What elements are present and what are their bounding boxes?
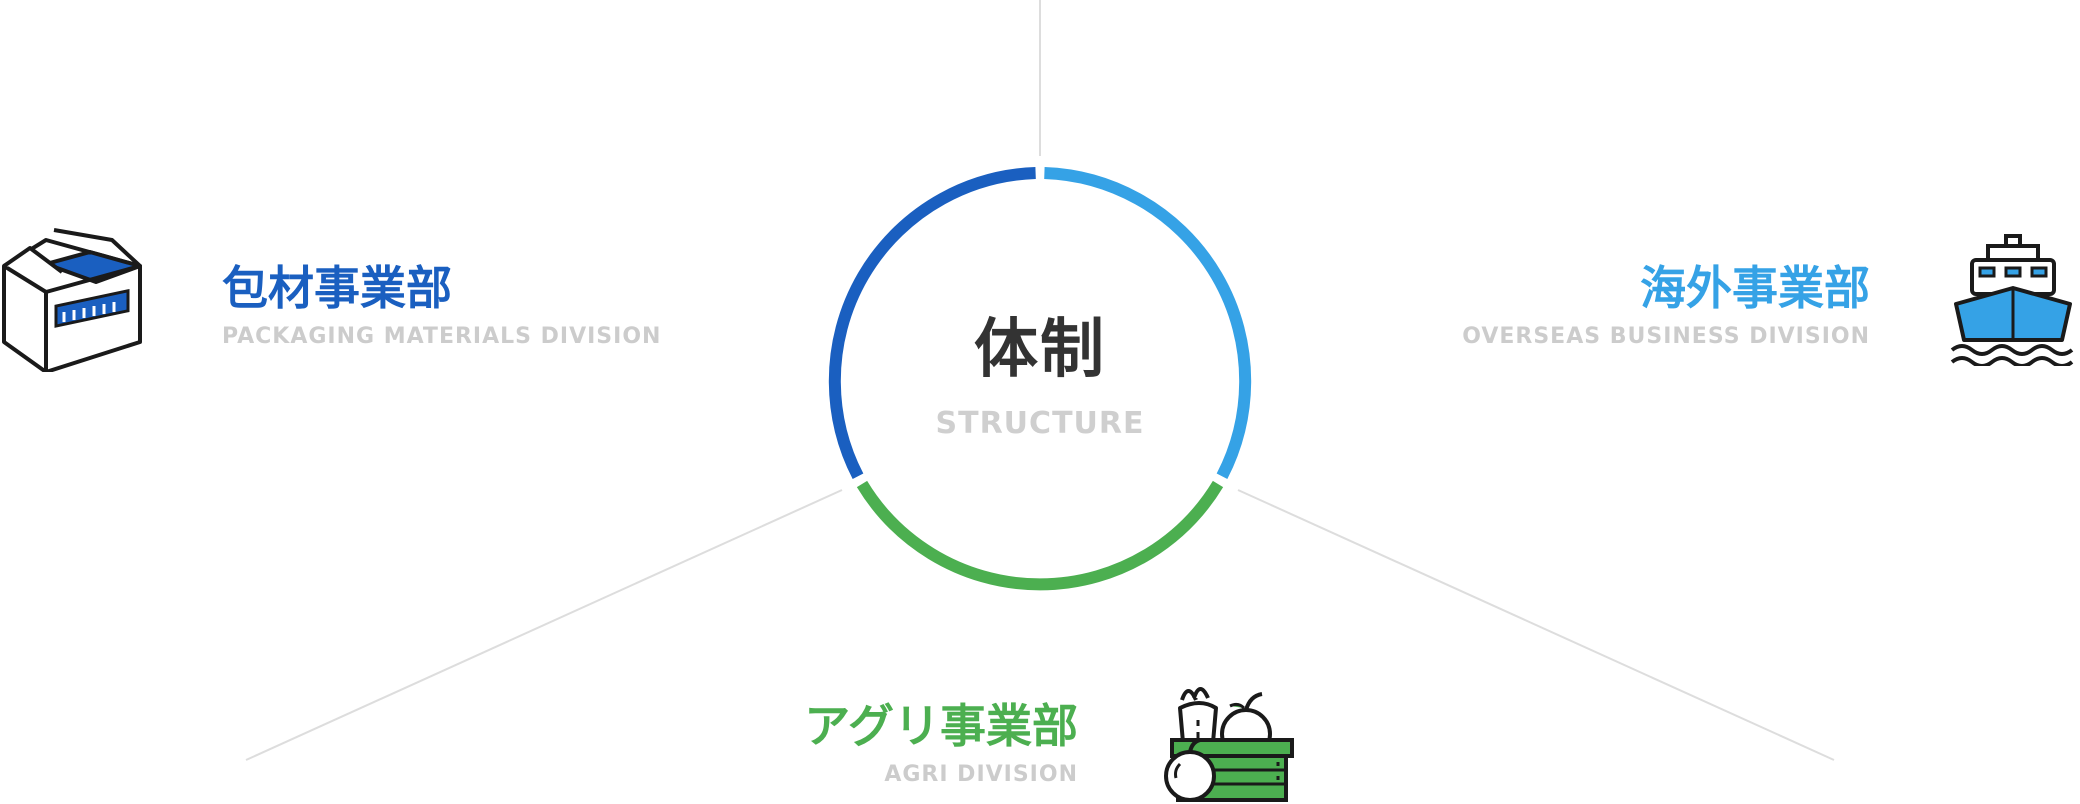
division-title-overseas: 海外事業部 — [1640, 261, 1870, 315]
center-title: 体制 — [974, 313, 1106, 387]
box-icon — [2, 228, 142, 372]
division-title-packaging: 包材事業部 — [222, 261, 452, 315]
ring-segment-overseas — [1044, 167, 1252, 480]
vegetable-basket-icon — [1164, 687, 1294, 802]
ship-icon — [1950, 234, 2074, 366]
ring-segment-packaging — [828, 167, 1036, 480]
center-subtitle: STRUCTURE — [935, 406, 1145, 441]
division-subtitle-agri: AGRI DIVISION — [884, 762, 1078, 787]
divider-line-bottom-right — [1237, 489, 1835, 761]
division-subtitle-packaging: PACKAGING MATERIALS DIVISION — [222, 324, 662, 349]
ring-segment-agri — [856, 480, 1224, 591]
divider-line-bottom-left — [245, 489, 843, 761]
division-title-agri: アグリ事業部 — [804, 699, 1078, 753]
division-subtitle-overseas: OVERSEAS BUSINESS DIVISION — [1462, 324, 1870, 349]
